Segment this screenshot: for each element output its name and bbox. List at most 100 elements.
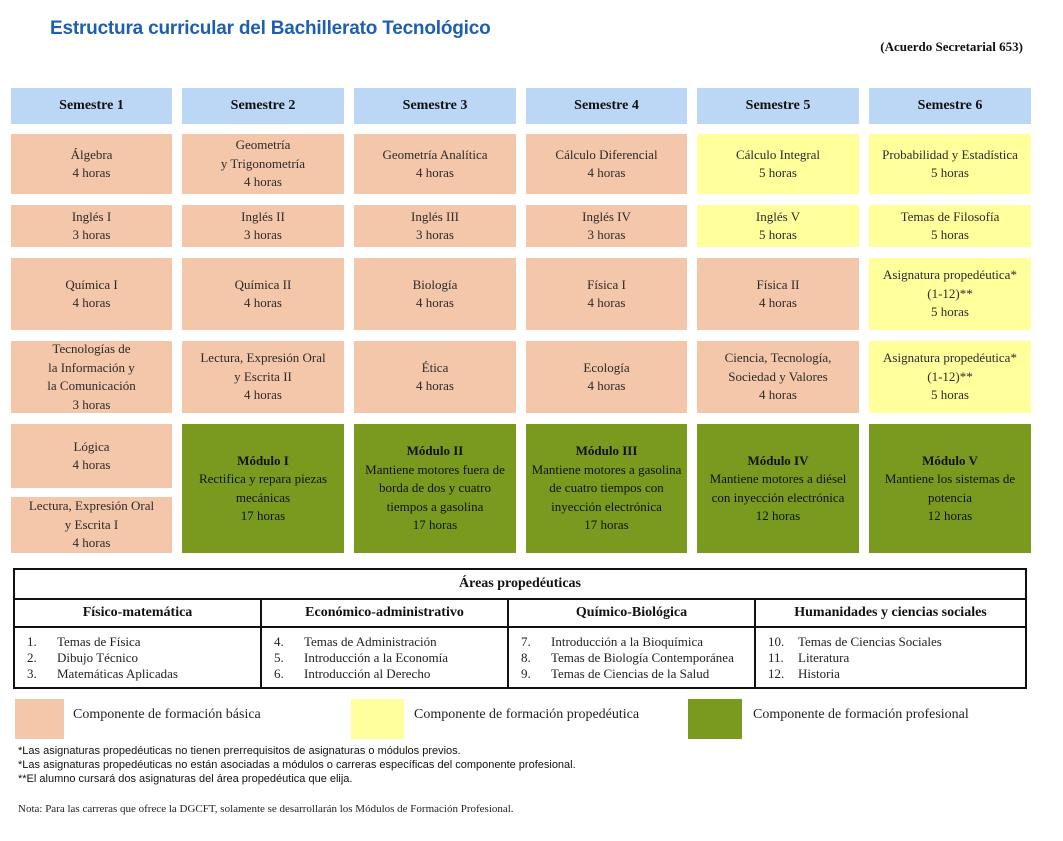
item-label: Historia xyxy=(798,666,840,681)
subject-name: y Escrita I xyxy=(64,516,119,532)
subject-name: Inglés III xyxy=(410,208,459,224)
list-item: 12. Historia xyxy=(768,666,1025,682)
item-label: Introducción a la Economía xyxy=(304,650,449,665)
note-line: *Las asignaturas propedéuticas no están … xyxy=(18,759,576,771)
area-heading: Humanidades y ciencias sociales xyxy=(756,600,1025,628)
subject-hours: 4 horas xyxy=(72,457,111,472)
legend-swatch-basic xyxy=(15,699,64,739)
subject-name: Álgebra xyxy=(70,146,113,162)
subject-hours: 5 horas xyxy=(931,227,969,242)
subject-name: Asignatura propedéutica* xyxy=(883,267,1017,283)
module-hours: 12 horas xyxy=(927,508,973,523)
list-item: 1.Temas de Física xyxy=(27,634,260,650)
item-number: 10. xyxy=(768,634,785,649)
item-label: Introducción al Derecho xyxy=(304,666,431,681)
legend-label-propedeutic: Componente de formación propedéutica xyxy=(414,707,640,722)
list-item: 10. Temas de Ciencias Sociales xyxy=(768,634,1025,650)
module-5: Módulo V Mantiene los sistemas de potenc… xyxy=(869,424,1031,553)
subject-hours: 5 horas xyxy=(931,165,969,180)
area-heading: Químico-Biológica xyxy=(509,600,754,628)
list-item: 11.Literatura xyxy=(768,650,1025,666)
list-item: 8. Temas de Biología Contemporánea xyxy=(521,650,754,666)
module-description: Mantiene motores fuera de xyxy=(365,461,505,477)
module-title: Módulo V xyxy=(922,452,978,468)
module-description: tiempos a gasolina xyxy=(386,498,484,514)
item-number: 1. xyxy=(27,634,37,649)
subject-hours: 4 horas xyxy=(759,387,797,403)
subject-hours: 5 horas xyxy=(759,165,797,180)
list-item: 2. Dibujo Técnico xyxy=(27,650,260,666)
subject-hours: 3 horas xyxy=(72,227,111,242)
module-3: Módulo III Mantiene motores a gasolina d… xyxy=(526,424,687,553)
module-4: Módulo IV Mantiene motores a diésel con … xyxy=(697,424,859,553)
item-number: 12. xyxy=(768,666,785,681)
areas-title: Áreas propedéuticas xyxy=(15,570,1025,600)
list-item: 4.Temas de Administración xyxy=(274,634,507,650)
item-number: 4. xyxy=(274,634,284,649)
subject-hours: 4 horas xyxy=(72,535,111,551)
agreement-reference: (Acuerdo Secretarial 653) xyxy=(880,39,1023,54)
subject-name: Inglés IV xyxy=(582,208,631,224)
subject-hours: 4 horas xyxy=(416,165,454,180)
subject-biologia: Biología 4 horas xyxy=(354,258,516,330)
module-description: Mantiene motores a gasolina xyxy=(531,461,682,477)
area-column-quimico-biologica: Químico-Biológica 7.Introducción a la Bi… xyxy=(509,600,756,687)
subject-hours: 5 horas xyxy=(931,304,969,320)
item-label: Matemáticas Aplicadas xyxy=(57,666,178,681)
subject-name: y Escrita II xyxy=(234,368,292,384)
module-title: Módulo III xyxy=(575,443,638,459)
subject-quimica-1: Química I 4 horas xyxy=(11,258,172,330)
item-number: 2. xyxy=(27,650,37,665)
subject-hours: 3 horas xyxy=(72,396,111,412)
subject-ingles-1: Inglés I 3 horas xyxy=(11,205,172,247)
item-label: Dibujo Técnico xyxy=(57,650,138,665)
module-description: con inyección electrónica xyxy=(711,489,845,505)
subject-name: Ética xyxy=(421,359,449,375)
semester-header-6: Semestre 6 xyxy=(869,88,1031,124)
item-label: Temas de Biología Contemporánea xyxy=(551,650,734,665)
subject-name: Inglés I xyxy=(71,208,112,224)
subject-calculo-diferencial: Cálculo Diferencial 4 horas xyxy=(526,134,687,194)
legend-swatch-professional xyxy=(688,699,742,739)
subject-name: (1-12)** xyxy=(927,285,973,301)
legend-swatch-propedeutic xyxy=(351,699,404,739)
subject-hours: 5 horas xyxy=(759,227,797,242)
subject-propedeutica-2: Asignatura propedéutica* (1-12)** 5 hora… xyxy=(869,341,1031,413)
subject-name: Sociedad y Valores xyxy=(728,368,828,384)
subject-name: Geometría xyxy=(235,137,291,153)
module-2: Módulo II Mantiene motores fuera de bord… xyxy=(354,424,516,553)
page-title: Estructura curricular del Bachillerato T… xyxy=(50,18,491,39)
list-item: 3. Matemáticas Aplicadas xyxy=(27,666,260,682)
subject-hours: 5 horas xyxy=(931,387,969,403)
subject-ecologia: Ecología 4 horas xyxy=(526,341,687,413)
subject-name: Inglés II xyxy=(241,208,285,224)
list-item: 6.Introducción al Derecho xyxy=(274,666,507,682)
subject-name: Lectura, Expresión Oral xyxy=(200,350,326,366)
module-description: borda de dos y cuatro xyxy=(379,480,491,496)
subject-name: Tecnologías de xyxy=(52,341,131,356)
module-title: Módulo I xyxy=(237,452,289,468)
item-number: 9. xyxy=(521,666,531,681)
item-number: 3. xyxy=(27,666,37,681)
legend-label-professional: Componente de formación profesional xyxy=(753,707,969,722)
item-label: Temas de Ciencias Sociales xyxy=(798,634,942,649)
module-hours: 12 horas xyxy=(755,508,801,523)
module-description: inyección electrónica xyxy=(551,498,662,514)
module-title: Módulo IV xyxy=(747,452,809,468)
subject-name: y Trigonometría xyxy=(220,155,306,171)
area-column-economico-administrativo: Económico-administrativo 4.Temas de Admi… xyxy=(262,600,509,687)
item-number: 8. xyxy=(521,650,531,665)
subject-lectura-1: Lectura, Expresión Oral y Escrita I 4 ho… xyxy=(11,497,172,553)
subject-name: la Comunicación xyxy=(47,378,136,393)
subject-fisica-2: Física II 4 horas xyxy=(697,258,859,330)
note-line: **El alumno cursará dos asignaturas del … xyxy=(18,773,353,785)
subject-hours: 4 horas xyxy=(416,295,454,310)
module-description: mecánicas xyxy=(235,489,291,505)
subject-hours: 4 horas xyxy=(244,387,282,403)
subject-hours: 4 horas xyxy=(72,165,111,180)
subject-name: Cálculo Diferencial xyxy=(555,146,658,162)
notes: *Las asignaturas propedéuticas no tienen… xyxy=(18,744,576,786)
subject-tic: Tecnologías de la Información y la Comun… xyxy=(11,341,172,413)
subject-name: Química II xyxy=(234,276,292,292)
subject-hours: 4 horas xyxy=(759,295,797,310)
